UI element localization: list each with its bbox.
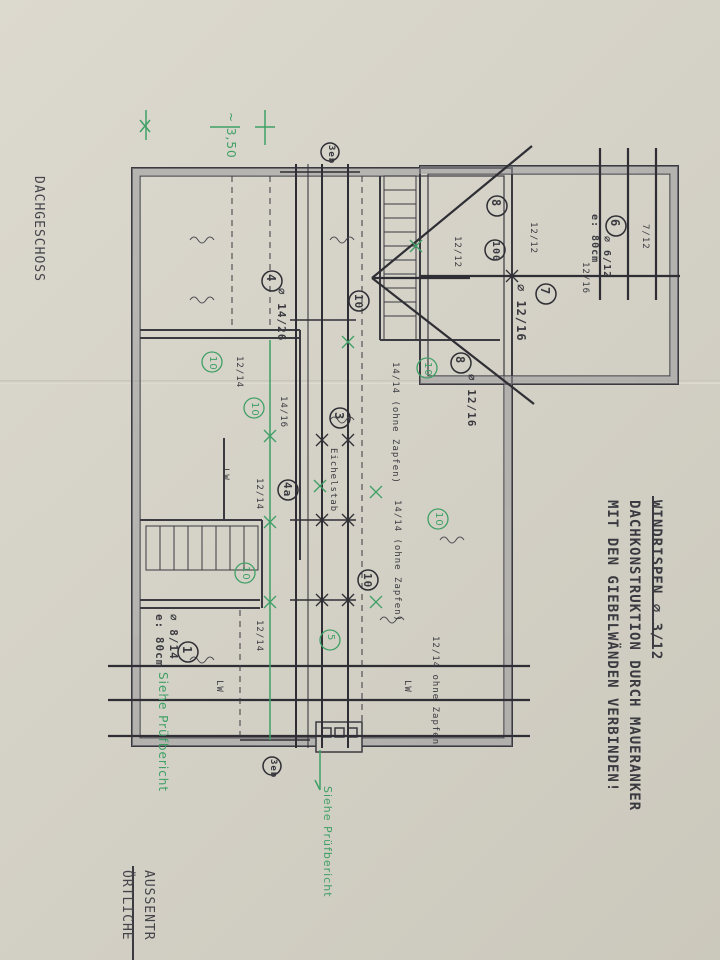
label-pos1-spacing: e: 80cm bbox=[153, 614, 166, 668]
label-pos6-spacing: e: 80cm bbox=[589, 214, 600, 264]
label-size-12-14-d: 12/14 bbox=[254, 620, 264, 653]
note-line-3: MIT DEN GIEBELWÄNDEN VERBINDEN! bbox=[604, 500, 620, 793]
green-markers bbox=[139, 110, 321, 791]
label-pos3: 3 bbox=[332, 412, 346, 421]
label-eichelstab: Eichelstab bbox=[328, 448, 338, 513]
label-wall-lw-b: LW bbox=[214, 680, 224, 693]
label-pos10-c: 10 bbox=[207, 356, 218, 371]
label-size-14-16: 14/16 bbox=[278, 396, 288, 429]
label-size-14-14-b: 14/14 (ohne Zapfen) bbox=[392, 500, 402, 622]
side-text-bracket bbox=[132, 866, 134, 960]
side-text-line-2: ÖRTLICHE bbox=[119, 870, 134, 941]
label-pos4-size: ⌀ 14/26 bbox=[275, 288, 288, 342]
interior-walls bbox=[140, 174, 500, 609]
label-pos7: 7 bbox=[538, 287, 552, 296]
green-cross-ticks bbox=[263, 239, 423, 609]
label-size-7-12: 7/12 bbox=[640, 224, 650, 250]
notes-bracket bbox=[652, 496, 654, 646]
label-pos6: 6 bbox=[608, 219, 622, 228]
label-pos10-a: 10 bbox=[352, 294, 365, 310]
side-text-line-1: AUSSENTR bbox=[141, 870, 156, 941]
note-line-1: WINDRISPEN ⌀ 3/12 bbox=[648, 500, 664, 661]
label-size-12-16: 12/16 bbox=[580, 262, 590, 295]
green-position-circles bbox=[201, 351, 449, 651]
label-pos10-e: 10 bbox=[240, 566, 251, 581]
drawing-title: DACHGESCHOSS bbox=[31, 176, 46, 282]
diagonal-braces bbox=[371, 145, 535, 405]
label-pos100: 100 bbox=[490, 241, 501, 263]
label-size-14-14: 14/14 (ohne Zapfen) bbox=[390, 362, 400, 484]
label-center-size: ⌀ 12/16 bbox=[514, 284, 528, 342]
section-mark-top: 3eb bbox=[326, 145, 336, 165]
section-mark-bottom: 3eb bbox=[268, 759, 278, 779]
label-pos1: 1 bbox=[180, 646, 194, 655]
label-size-12-12-a: 12/12 bbox=[528, 222, 538, 255]
note-line-2: DACHKONSTRUKTION DURCH MAUERANKER bbox=[626, 500, 642, 812]
label-size-12-14-b: 12/14 bbox=[254, 478, 264, 511]
label-wall-lw-c: LW bbox=[402, 680, 412, 693]
reference-pruefbericht-inner: Siehe Prüfbericht bbox=[156, 672, 170, 793]
label-pos8-lower: 8 bbox=[453, 356, 467, 365]
dashed-rafters bbox=[231, 176, 363, 738]
tie-lines bbox=[240, 171, 360, 741]
label-pos10-g: 10 bbox=[433, 512, 444, 527]
label-pos1-size: ⌀ 8/14 bbox=[167, 614, 180, 660]
label-wall-lw-a: LW bbox=[220, 468, 230, 481]
label-pos4a: 4a bbox=[281, 482, 294, 498]
label-size-12-14: 12/14 bbox=[234, 356, 244, 389]
label-pos6-size: ⌀ 6/12 bbox=[601, 236, 612, 279]
staircase-lower bbox=[145, 525, 259, 571]
label-pos8-size: ⌀ 12/16 bbox=[465, 374, 478, 428]
reference-pruefbericht-outer: Siehe Prüfbericht bbox=[321, 786, 334, 898]
label-pos5: 5 bbox=[325, 634, 336, 642]
label-size-12-14-c: 12/14 ohne Zapfen bbox=[430, 636, 440, 746]
label-size-12-12-b: 12/12 bbox=[452, 236, 462, 269]
position-circles bbox=[177, 142, 627, 776]
paper-fold-line bbox=[0, 380, 720, 384]
staircase-upper bbox=[383, 175, 417, 341]
beam-x-ticks bbox=[315, 269, 519, 607]
label-pos10-b: 10 bbox=[361, 573, 374, 589]
label-pos4: 4 bbox=[264, 274, 278, 283]
label-pos10-f: 10 bbox=[422, 362, 433, 377]
main-beams bbox=[295, 164, 349, 748]
dimension-label: ~ 3,50 bbox=[224, 112, 238, 159]
label-pos10-d: 10 bbox=[249, 402, 260, 417]
cross-beams bbox=[108, 148, 680, 738]
label-pos8-upper: 8 bbox=[489, 199, 503, 208]
